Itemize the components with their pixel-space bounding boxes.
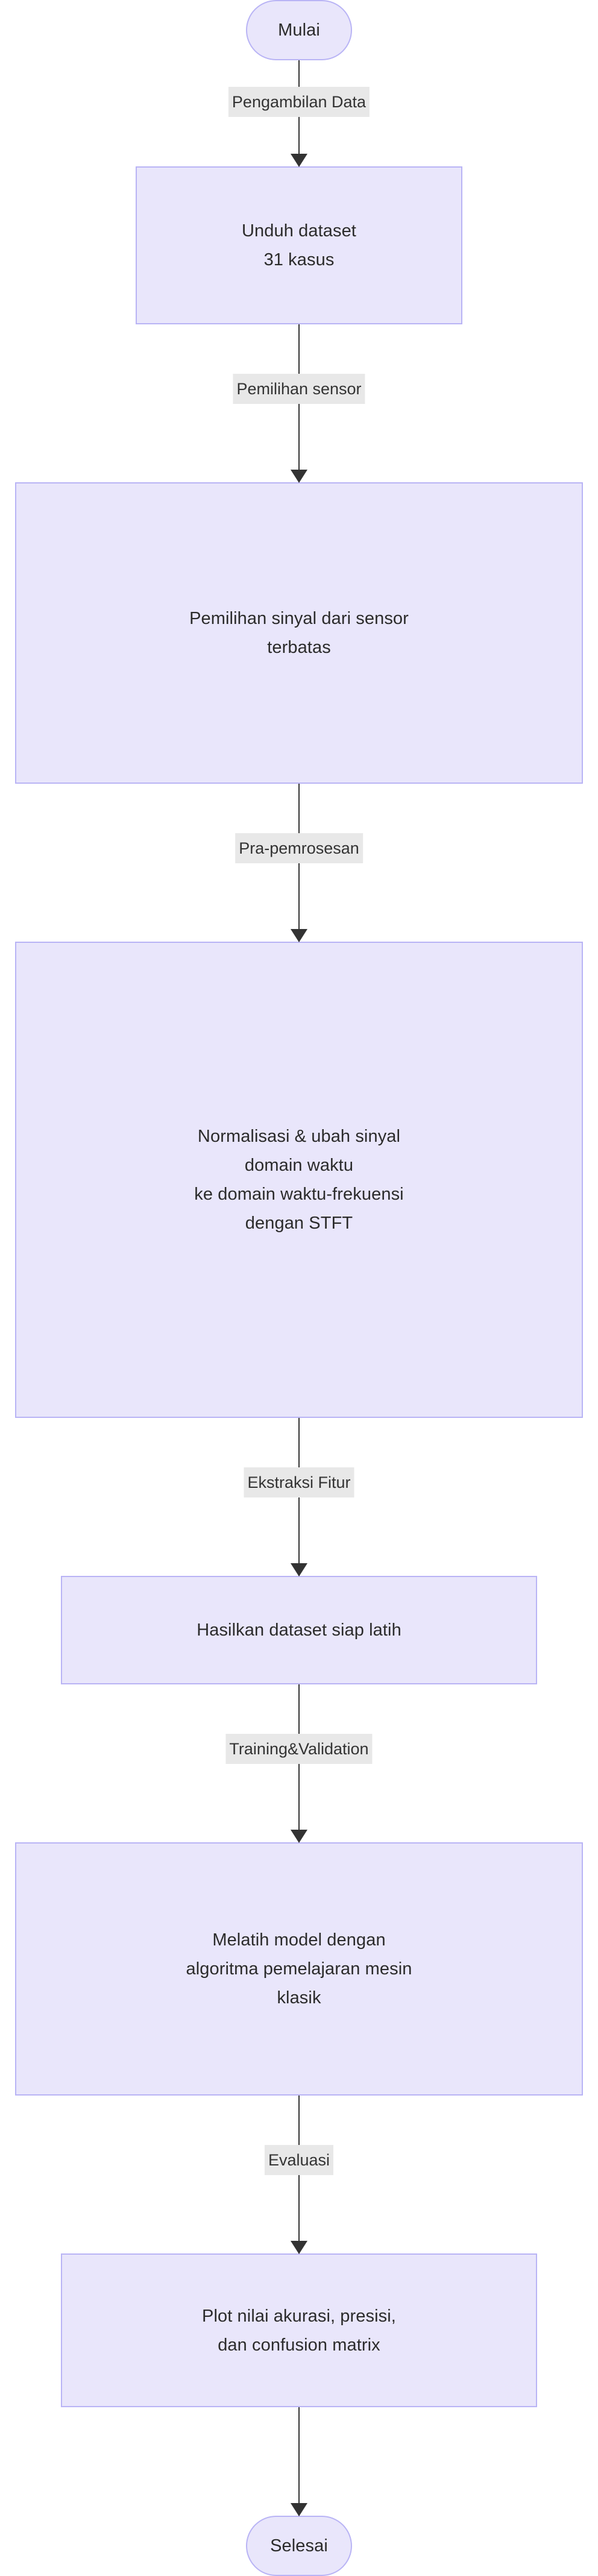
node-melatih-model-line-1: Melatih model dengan <box>212 1930 386 1950</box>
node-start[interactable]: Mulai <box>246 0 352 60</box>
flowchart-canvas: Mulai Pengambilan Data Unduh dataset 31 … <box>15 0 583 2576</box>
edge-label-pra-pemrosesan: Pra-pemrosesan <box>235 833 363 863</box>
edge-label-training-validation: Training&Validation <box>225 1734 373 1764</box>
arrowhead-icon <box>291 929 307 942</box>
edge-label-pemilihan-sensor: Pemilihan sensor <box>233 374 365 404</box>
node-unduh-dataset[interactable]: Unduh dataset 31 kasus <box>136 166 462 324</box>
node-start-label: Mulai <box>278 20 320 40</box>
node-plot-hasil[interactable]: Plot nilai akurasi, presisi, dan confusi… <box>61 2253 537 2407</box>
arrowhead-icon <box>291 470 307 483</box>
node-normalisasi-stft[interactable]: Normalisasi & ubah sinyal domain waktu k… <box>15 942 583 1418</box>
arrowhead-icon <box>291 2503 307 2516</box>
node-normalisasi-stft-line-1: Normalisasi & ubah sinyal <box>197 1127 401 1146</box>
node-hasilkan-dataset[interactable]: Hasilkan dataset siap latih <box>61 1576 537 1684</box>
node-melatih-model[interactable]: Melatih model dengan algoritma pemelajar… <box>15 1842 583 2096</box>
node-hasilkan-dataset-line-1: Hasilkan dataset siap latih <box>197 1620 401 1640</box>
node-unduh-dataset-line-1: Unduh dataset <box>242 221 356 241</box>
node-melatih-model-line-2: algoritma pemelajaran mesin <box>186 1959 412 1979</box>
edge-box6-to-end <box>291 2407 307 2516</box>
node-plot-hasil-line-2: dan confusion matrix <box>218 2335 380 2355</box>
edge-label-pengambilan-data: Pengambilan Data <box>228 87 370 117</box>
node-plot-hasil-line-1: Plot nilai akurasi, presisi, <box>202 2306 396 2326</box>
node-end-label: Selesai <box>270 2536 328 2556</box>
edge-box1-to-box2: Pemilihan sensor <box>233 324 365 483</box>
arrowhead-icon <box>291 1563 307 1576</box>
edge-label-ekstraksi-fitur: Ekstraksi Fitur <box>244 1467 354 1497</box>
edge-box5-to-box6: Evaluasi <box>264 2096 334 2254</box>
node-normalisasi-stft-line-3: ke domain waktu-frekuensi <box>194 1185 404 1204</box>
edge-start-to-box1: Pengambilan Data <box>228 60 370 167</box>
edge-box2-to-box3: Pra-pemrosesan <box>235 784 363 942</box>
edge-box4-to-box5: Training&Validation <box>225 1684 373 1843</box>
node-pemilihan-sinyal-line-1: Pemilihan sinyal dari sensor <box>189 609 409 628</box>
node-end[interactable]: Selesai <box>246 2516 352 2576</box>
node-unduh-dataset-line-2: 31 kasus <box>263 250 335 269</box>
node-pemilihan-sinyal[interactable]: Pemilihan sinyal dari sensor terbatas <box>15 482 583 784</box>
arrowhead-icon <box>291 1830 307 1843</box>
edge-box3-to-box4: Ekstraksi Fitur <box>244 1418 354 1576</box>
arrowhead-icon <box>291 154 307 167</box>
node-pemilihan-sinyal-line-2: terbatas <box>267 638 331 657</box>
edge-label-evaluasi: Evaluasi <box>264 2145 334 2175</box>
node-normalisasi-stft-line-2: domain waktu <box>244 1156 354 1175</box>
arrowhead-icon <box>291 2241 307 2254</box>
node-melatih-model-line-3: klasik <box>277 1988 321 2008</box>
node-normalisasi-stft-line-4: dengan STFT <box>245 1214 353 1233</box>
